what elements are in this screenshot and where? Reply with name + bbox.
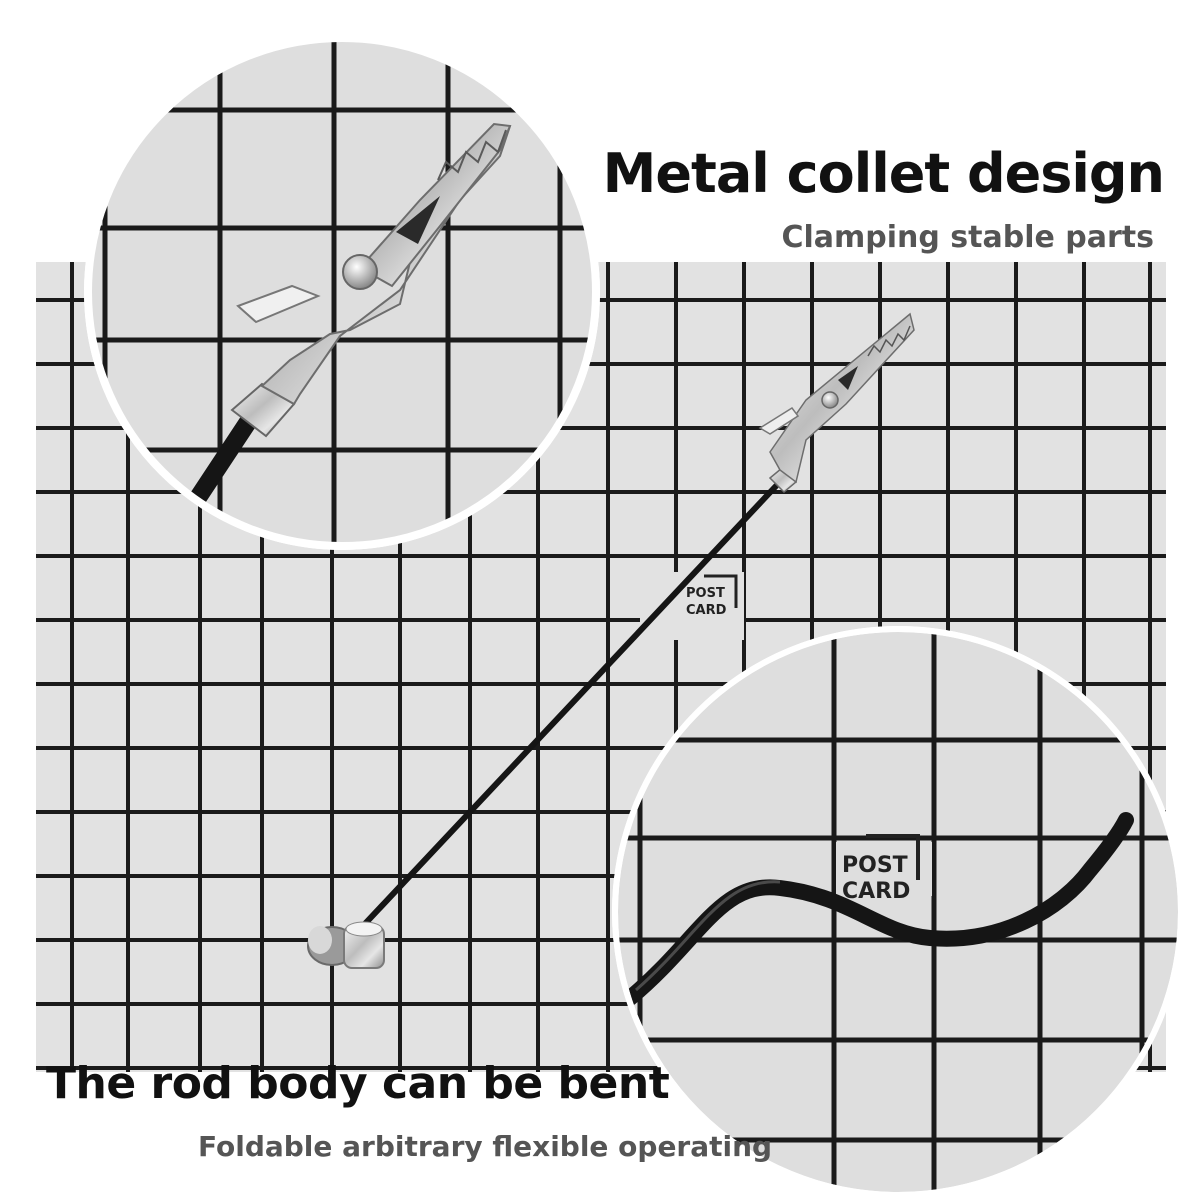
- top-callout-title: Metal collet design: [602, 142, 1165, 205]
- alligator-clip: [758, 312, 915, 494]
- bottom-callout-title: The rod body can be bent: [46, 1058, 670, 1109]
- post-card-closeup-top: POST: [842, 853, 908, 878]
- post-card-mark: POST CARD: [686, 574, 738, 618]
- magnetic-base: [307, 921, 385, 969]
- post-card-label-top: POST: [686, 586, 725, 601]
- bottom-callout-subtitle: Foldable arbitrary flexible operating: [198, 1130, 773, 1163]
- post-card-closeup-bottom: CARD: [842, 879, 910, 904]
- clip-closeup-circle: [84, 34, 600, 550]
- top-callout-subtitle: Clamping stable parts: [781, 220, 1154, 255]
- post-card-label-bottom: CARD: [686, 603, 727, 618]
- bent-rod-closeup-circle: POST CARD: [612, 626, 1184, 1198]
- flexible-rod: [343, 483, 779, 947]
